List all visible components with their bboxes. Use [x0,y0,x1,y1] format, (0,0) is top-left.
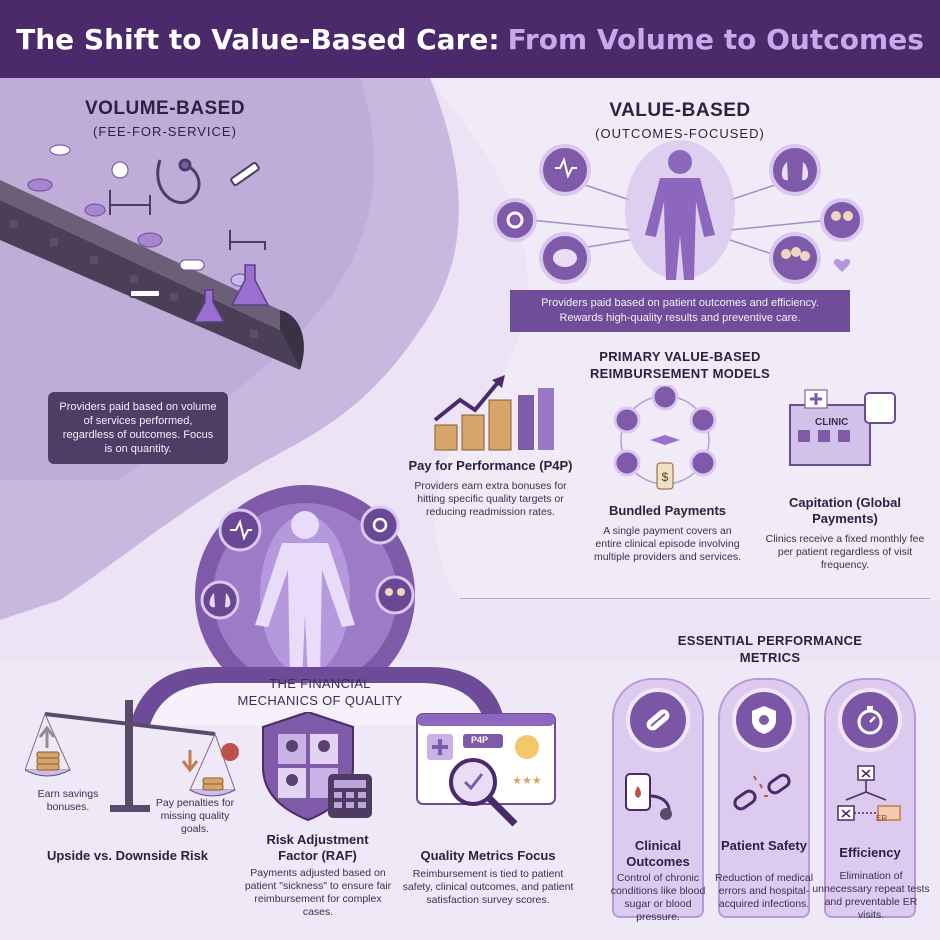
pill-icons [27,144,250,287]
value-title: VALUE-BASED [609,100,751,121]
svg-text:$: $ [662,470,669,484]
conveyor-belt-illustration [0,144,304,370]
bundled-payments-icon: $ [613,385,717,490]
metric-text: Elimination of unnecessary repeat tests … [812,870,930,921]
model-text: Providers earn extra bonuses for hitting… [414,480,567,518]
metric-card-safety [718,678,810,918]
metrics-title: ESSENTIAL PERFORMANCE METRICS [677,633,863,665]
mechanics-banner [130,667,505,725]
page-header: The Shift to Value-Based Care: From Volu… [0,0,940,78]
volume-note: Providers paid based on volume of servic… [48,392,228,464]
model-text: A single payment covers an entire clinic… [593,525,742,563]
model-text: Clinics receive a fixed monthly fee per … [765,533,925,571]
calendar-icon [864,392,896,424]
shield-icon [732,688,796,752]
human-figure-icon [255,511,355,680]
family-icon [375,575,415,615]
raf-title: Risk Adjustment Factor (RAF) [266,832,369,863]
quality-title: Quality Metrics Focus [420,848,556,863]
warning-icon [221,743,239,761]
mechanics-title: THE FINANCIAL MECHANICS OF QUALITY [237,676,403,708]
model-card-bundled: Bundled Payments A single payment covers… [590,503,745,564]
pill-capsule-icon [626,688,690,752]
holistic-patient-illustration [195,485,415,705]
risk-title: Upside vs. Downside Risk [46,848,209,863]
metric-title: Efficiency [839,845,901,860]
risk-right-text: Pay penalties for missing quality goals. [155,797,235,835]
lungs-icon [200,580,240,620]
volume-header: VOLUME-BASED (FEE-FOR-SERVICE) [40,98,290,139]
gear-icon [360,505,400,545]
quality-badge: P4P [471,735,489,745]
hospital-bed-icon [109,190,266,250]
quality-dashboard-icon: ★★★ [416,713,556,827]
metric-title: Patient Safety [721,838,807,853]
clinic-icon [789,389,896,466]
raf-shield-icon [262,712,372,822]
model-title: Capitation (Global Payments) [789,495,901,526]
value-header: VALUE-BASED (OUTCOMES-FOCUSED) [570,100,790,141]
model-title: Bundled Payments [608,503,727,518]
section-divider [460,598,930,599]
syringe-icon [129,161,260,298]
metric-card-efficiency [824,678,916,918]
magnifier-icon [449,758,497,806]
human-figure-icon [645,150,715,280]
smiley-icon [515,735,539,759]
metric-card-clinical [612,678,704,918]
heart-rate-icon [539,144,591,196]
p4p-chart-icon [433,375,554,451]
stethoscope-icon [156,158,201,205]
stars-icon: ★★★ [512,774,542,787]
value-subtitle: (OUTCOMES-FOCUSED) [595,126,765,141]
scale-icon [25,700,239,812]
model-card-capitation: Capitation (Global Payments) Clinics rec… [765,495,925,572]
title-accent: From Volume to Outcomes [507,22,924,56]
title-main: The Shift to Value-Based Care: [16,22,500,56]
raf-text: Payments adjusted based on patient "sick… [244,867,392,918]
er-label: ER [876,814,888,823]
models-title: PRIMARY VALUE-BASED REIMBURSEMENT MODELS [589,349,771,381]
brain-icon [539,232,591,284]
broken-chain-icon [733,773,791,811]
blood-pressure-icon [625,773,672,820]
gear-icon [493,198,537,242]
clinic-sign: CLINIC [815,417,849,428]
model-title: Pay for Performance (P4P) [408,458,573,473]
stopwatch-icon [838,688,902,752]
group-icon [769,232,821,284]
heart-rate-icon [218,508,262,552]
arrow-up-icon [38,725,56,748]
metric-title: Clinical Outcomes [626,838,690,869]
p4p-badge [463,734,503,748]
patient-outcomes-illustration [493,140,864,284]
metric-text: Reduction of medical errors and hospital… [714,872,814,910]
risk-left-text: Earn savings bonuses. [37,788,99,813]
volume-subtitle: (FEE-FOR-SERVICE) [93,124,237,139]
heart-icon [833,259,851,272]
model-card-p4p: Pay for Performance (P4P) Providers earn… [408,458,573,519]
metric-text: Control of chronic conditions like blood… [610,872,706,923]
value-note: Providers paid based on patient outcomes… [510,290,850,332]
quality-text: Reimbursement is tied to patient safety,… [402,868,574,906]
flowchart-icon [837,765,901,821]
lungs-icon [769,144,821,196]
arrow-down-icon [181,750,199,773]
volume-title: VOLUME-BASED [84,98,246,119]
family-icon [820,198,864,242]
flask-icons [192,264,270,323]
